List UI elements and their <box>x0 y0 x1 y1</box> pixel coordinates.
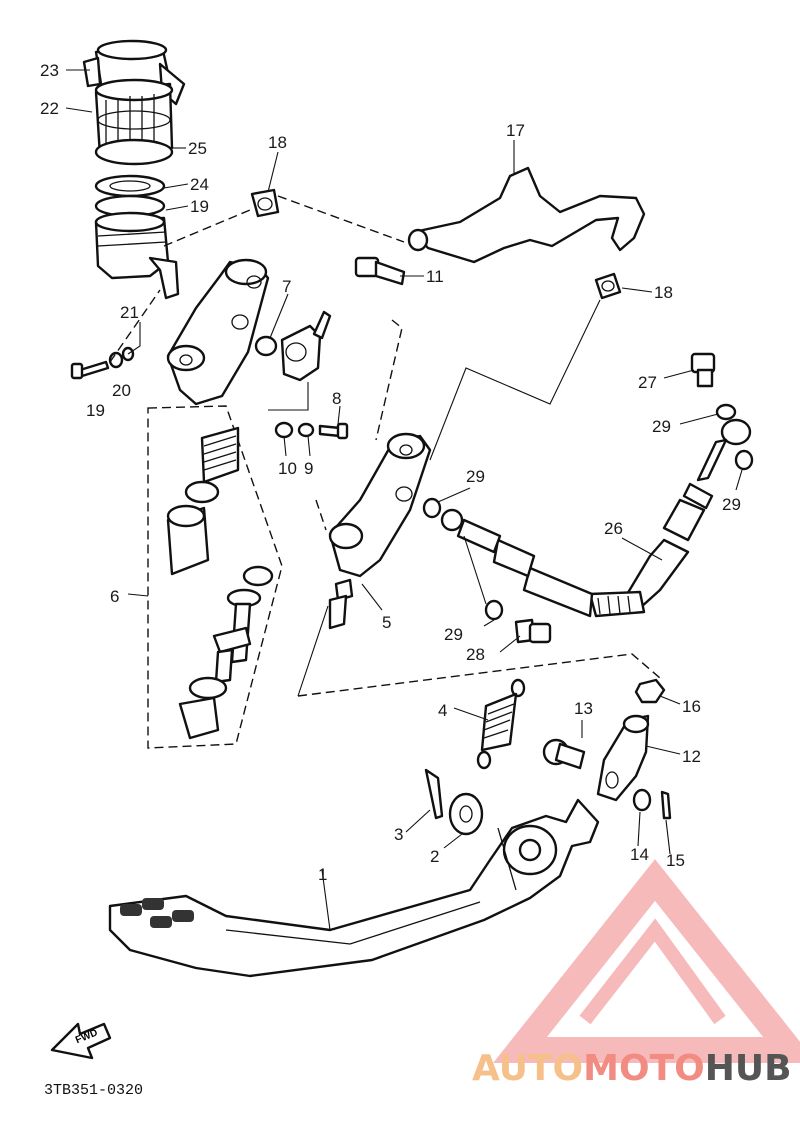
master-cylinder-5 <box>328 432 432 630</box>
callout-26: 25 <box>188 139 207 158</box>
callout-19: 19 <box>190 197 209 216</box>
pivot-bolt-13 <box>542 738 586 770</box>
callout-8: 8 <box>332 389 341 408</box>
callout-29-right: 29 <box>722 495 741 514</box>
callout-7: 7 <box>282 277 291 296</box>
watermark-part-1: AUTO <box>472 1048 583 1089</box>
watermark-part-3: HUB <box>705 1048 792 1089</box>
callout-20: 19 <box>86 401 105 420</box>
callout-28-lower: 28 <box>466 645 485 664</box>
washer-10 <box>274 421 294 439</box>
hose-clamp-18-top <box>250 188 280 218</box>
master-cylinder-body <box>166 258 270 406</box>
kit-pushrod <box>212 588 262 684</box>
washer-9 <box>297 422 315 438</box>
pin-15 <box>660 790 672 820</box>
bolt-20 <box>70 360 110 380</box>
kit-cup-1 <box>184 480 220 504</box>
callout-1: 1 <box>318 865 327 884</box>
kit-piston <box>166 504 210 576</box>
kit-boot <box>178 676 228 740</box>
screw-8 <box>318 422 349 440</box>
callout-6: 6 <box>110 587 119 606</box>
callout-24: 23 <box>40 61 59 80</box>
callout-3: 3 <box>394 825 403 844</box>
callout-27: 26 <box>604 519 623 538</box>
reservoir-cap-24 <box>82 39 186 106</box>
diaphragm-26 <box>94 138 174 166</box>
washer-29-right <box>734 449 754 471</box>
brake-pedal-1 <box>108 798 600 978</box>
reservoir-tank-19 <box>94 194 180 300</box>
callout-14: 14 <box>630 845 649 864</box>
callout-4: 4 <box>438 701 447 720</box>
callout-10: 10 <box>278 459 297 478</box>
callout-2: 2 <box>430 847 439 866</box>
washer-29-left <box>422 497 442 519</box>
brake-hose-27 <box>440 418 752 618</box>
washer-14 <box>632 788 652 812</box>
callout-16: 16 <box>682 697 701 716</box>
callout-29-left: 29 <box>466 467 485 486</box>
callout-21: 20 <box>112 381 131 400</box>
plate-25 <box>94 174 166 198</box>
forward-arrow-icon: FWD <box>50 1022 112 1060</box>
o-ring-7 <box>254 335 278 357</box>
hose-joint <box>280 310 332 382</box>
cotter-pin-3 <box>424 768 444 820</box>
callout-28-upper: 27 <box>638 373 657 392</box>
kit-spring <box>200 426 240 484</box>
kit-cup-2 <box>242 565 274 587</box>
callout-17: 17 <box>506 121 525 140</box>
clevis-12 <box>596 714 650 802</box>
bolt-11 <box>354 256 406 286</box>
washer-29-lower <box>484 599 504 621</box>
callout-29-upper: 29 <box>652 417 671 436</box>
union-bolt-28-lower <box>514 618 552 644</box>
callout-22: 21 <box>120 303 139 322</box>
union-bolt-28-upper <box>690 352 716 388</box>
watermark-brand: AUTOMOTOHUB <box>472 1048 792 1089</box>
reservoir-hose-17 <box>407 166 646 264</box>
callout-13: 13 <box>574 699 593 718</box>
washer-2 <box>448 792 484 836</box>
callout-15: 15 <box>666 851 685 870</box>
callout-29-lower: 29 <box>444 625 463 644</box>
watermark-logo <box>493 859 800 1063</box>
callout-9: 9 <box>304 459 313 478</box>
callout-11: 11 <box>426 267 444 286</box>
callout-18-top: 18 <box>268 133 287 152</box>
washer-29-upper <box>715 403 737 421</box>
callout-labels: 23 22 25 24 19 18 17 11 18 7 21 20 19 8 … <box>40 61 741 884</box>
return-spring-4 <box>476 678 526 770</box>
drawing-code: 3TB351-0320 <box>44 1082 143 1099</box>
callout-25: 24 <box>190 175 209 194</box>
watermark-part-2: MOTO <box>583 1048 705 1089</box>
kit-6-outline <box>147 405 283 749</box>
hose-clamp-18-right <box>594 272 622 300</box>
callout-12: 12 <box>682 747 701 766</box>
leader-lines <box>65 69 743 931</box>
nut-16 <box>634 678 666 704</box>
callout-18-right: 18 <box>654 283 673 302</box>
callout-23: 22 <box>40 99 59 118</box>
callout-5: 5 <box>382 613 391 632</box>
